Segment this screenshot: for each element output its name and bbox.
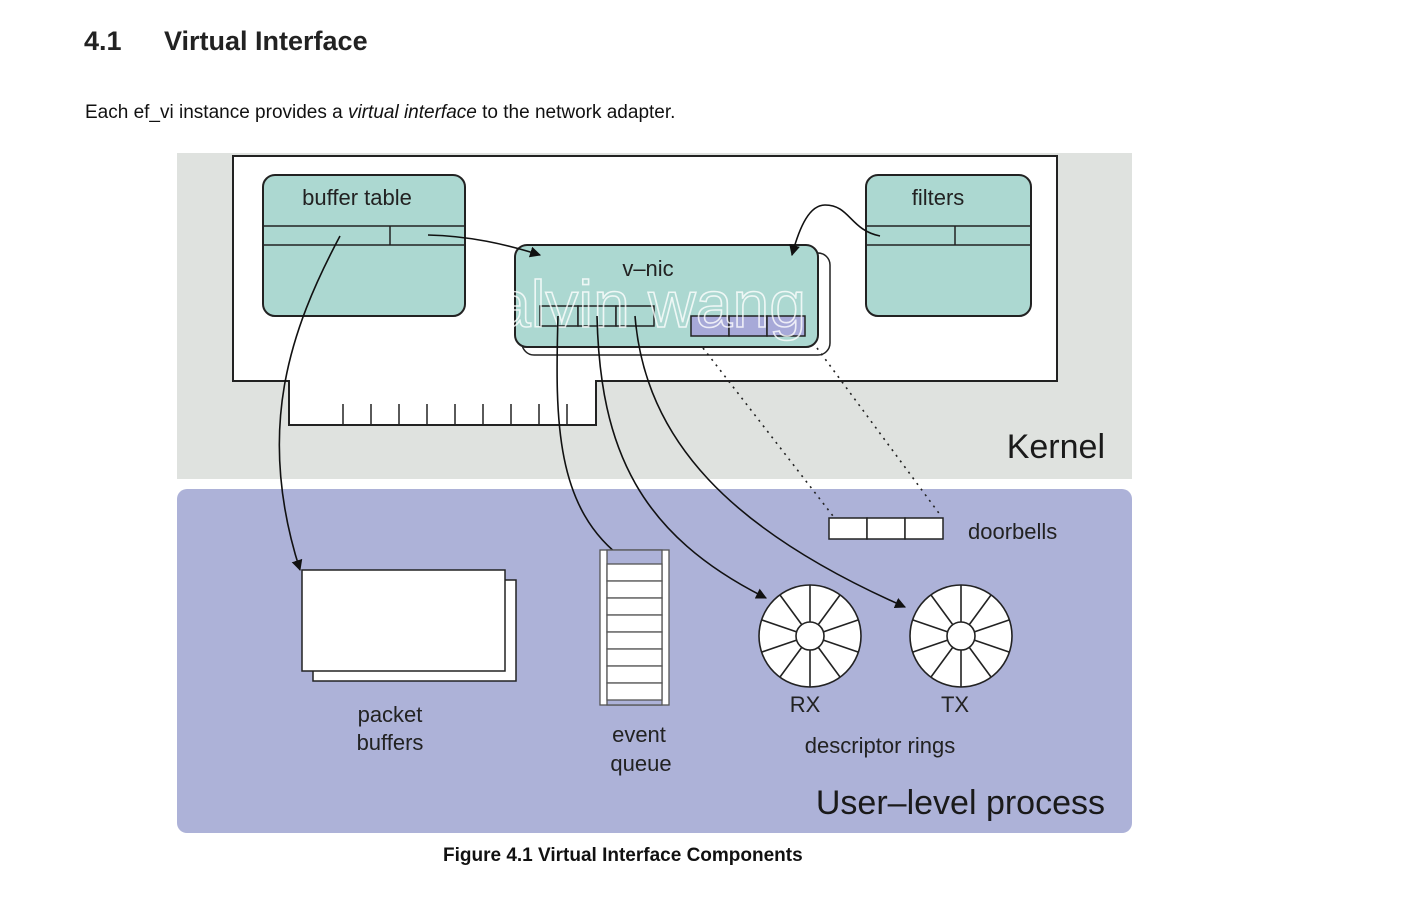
arrow-filters-to-vnic [789, 204, 881, 257]
event-queue [599, 549, 670, 706]
user-process-label: User–level process [816, 784, 1105, 822]
event-queue-label-line1: event [612, 722, 666, 747]
vnic-doorbell-slots [690, 315, 806, 337]
intro-emphasis: virtual interface [348, 102, 477, 123]
doorbell-link-left [702, 347, 834, 517]
tx-descriptor-ring [909, 584, 1013, 688]
intro-text-before: Each ef_vi instance provides a [85, 102, 348, 123]
arrow-buffer-table-to-packet-buffers [278, 235, 341, 572]
nic-connector-pins [342, 404, 568, 425]
section-title: Virtual Interface [164, 26, 368, 56]
figure-caption: Figure 4.1 Virtual Interface Components [443, 845, 803, 866]
rx-label: RX [790, 692, 821, 717]
packet-buffers-label-line2: buffers [357, 730, 424, 755]
intro-text-after: to the network adapter. [476, 102, 676, 123]
vnic-label: v–nic [622, 256, 673, 281]
arrow-vnic-to-event-queue [556, 315, 626, 561]
kernel-label: Kernel [1007, 428, 1105, 466]
buffer-table-label: buffer table [302, 185, 412, 210]
descriptor-rings-label: descriptor rings [805, 733, 955, 758]
rx-descriptor-ring [758, 584, 862, 688]
doorbells-label: doorbells [968, 519, 1057, 544]
arrow-vnic-to-rx-ring [596, 315, 767, 599]
packet-buffer-front [301, 569, 506, 672]
arrow-buffer-table-to-vnic [427, 234, 542, 258]
section-heading: 4.1 Virtual Interface [84, 26, 368, 57]
watermark: alvin wang [494, 267, 806, 341]
doorbells [828, 517, 944, 540]
tx-label: TX [941, 692, 969, 717]
arrow-vnic-to-tx-ring [634, 315, 907, 609]
packet-buffers-label-line1: packet [358, 702, 423, 727]
event-queue-label-line2: queue [610, 751, 671, 776]
filters-label: filters [912, 185, 965, 210]
section-number: 4.1 [84, 26, 122, 56]
intro-paragraph: Each ef_vi instance provides a virtual i… [85, 102, 675, 124]
